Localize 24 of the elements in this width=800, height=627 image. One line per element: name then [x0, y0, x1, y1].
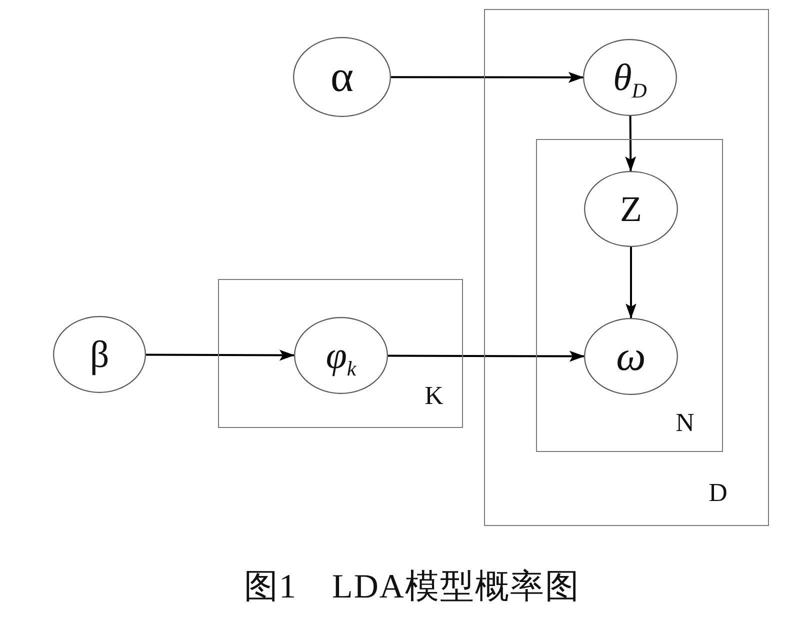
variable-label: θ$_{D}$ — [613, 58, 647, 96]
variable-label: β — [90, 336, 110, 374]
variable-ellipse — [294, 317, 388, 394]
arrow — [146, 350, 294, 360]
plate-label: K — [424, 383, 444, 409]
arrow — [626, 247, 636, 318]
variable-ellipse — [584, 171, 678, 247]
variable-ellipse — [53, 316, 146, 393]
plate-box — [536, 139, 723, 452]
arrow — [625, 116, 636, 172]
plate-box — [484, 9, 769, 526]
variable-ellipse — [583, 39, 677, 116]
plate-box — [218, 279, 463, 428]
variable-label: φ$_{k}$ — [326, 336, 356, 374]
variable-ellipse — [584, 318, 678, 395]
variable-label: Z — [620, 191, 642, 227]
plate-label: N — [676, 410, 694, 436]
variable-label: α — [330, 55, 354, 99]
variable-ellipse — [293, 37, 391, 117]
arrow — [388, 351, 584, 362]
plate-label: D — [708, 480, 728, 506]
arrow — [391, 72, 584, 83]
variable-label: ω — [616, 336, 646, 378]
figure-caption: 图1 LDA模型概率图 — [244, 568, 580, 606]
